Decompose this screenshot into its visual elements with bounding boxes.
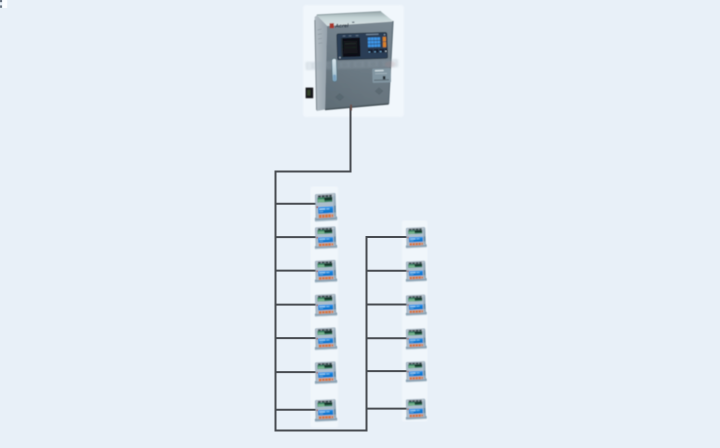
svg-text:Acrel: Acrel	[334, 23, 349, 29]
